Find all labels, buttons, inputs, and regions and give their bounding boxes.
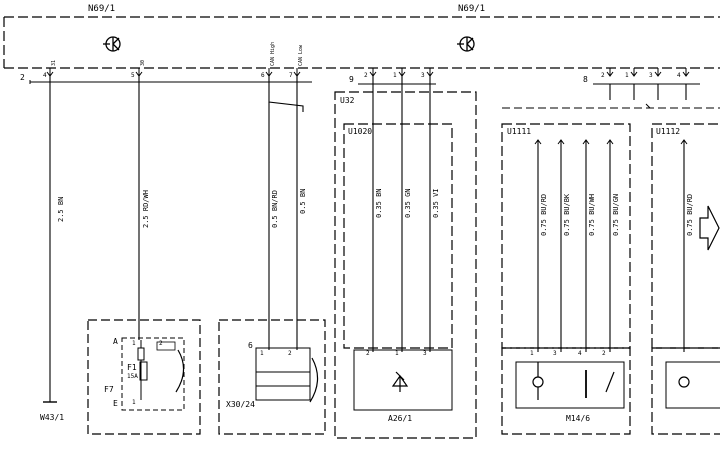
wire-label: 0.35 GN [404,188,412,218]
pin-tag-can-high: CAN High [270,41,276,66]
continuation-arrow-icon [699,205,720,251]
wire-label: 2.5 BN [57,196,65,222]
ground-label: W43/1 [40,413,65,422]
pin-tag-31: 31 [51,59,57,66]
pin-c2-7: 7 [289,72,293,79]
pin-c8-1: 1 [625,72,629,79]
module-symbol-left-icon [103,36,121,52]
connector-pin-stubs [46,68,690,77]
wire-label: 2.5 RD/WH [142,190,150,228]
motor-pin-4: 4 [578,350,582,357]
fuse-lower-pin-1: 1 [132,399,136,406]
pin-c2-4: 4 [43,72,47,79]
pin-c8-4: 4 [677,72,681,79]
wire-runs [49,76,687,402]
u1111-block [501,103,720,435]
connector-2-bar [29,80,312,84]
antenna-label: A26/1 [388,414,413,423]
can-connector-pin-label: 6 [248,341,253,350]
pin-c2-5: 5 [131,72,135,79]
fuse-pin-2: 2 [159,340,163,347]
wire-label: 0.75 BU/RD [686,193,694,236]
motor-label: M14/6 [566,414,591,423]
wire-label: 0.75 BU/GN [612,193,620,236]
connector-8-label: 8 [583,75,588,84]
can-connector-label: X30/24 [226,400,255,409]
fuse-box [87,319,201,435]
can-pin-1: 1 [260,350,264,357]
u1112-block [651,123,720,435]
module-label-left: N69/1 [88,4,116,14]
wire-label: 0.35 VI [432,188,440,218]
wire-origin-arrows [534,139,688,145]
can-pin-2: 2 [288,350,292,357]
connector-2-label: 2 [20,73,25,82]
motor-pin-1: 1 [530,350,534,357]
pin-c9-1: 1 [393,72,397,79]
fuse-pin-1: 1 [132,340,136,347]
block-label-u1111: U1111 [507,127,532,136]
fuse-icon [139,361,148,381]
module-symbol-right-icon [457,36,475,52]
wire-label: 0.35 BN [375,188,383,218]
wire-label: 0.5 BN [299,188,307,214]
block-label-u1112: U1112 [656,127,681,136]
antenna-pin-3: 3 [423,350,427,357]
pin-c9-3: 3 [421,72,425,79]
wire-label: 0.75 BU/RD [540,193,548,236]
fuse-box-label: F7 [104,385,114,394]
control-module-box [3,16,720,69]
fuse-rating-label: 15A [127,373,138,380]
module-label-right: N69/1 [458,4,486,14]
fuse-label: F1 [127,363,137,372]
antenna-pin-2: 2 [366,350,370,357]
fuse-pin-e-label: E [113,399,118,408]
pin-c8-3: 3 [649,72,653,79]
pin-c2-6: 6 [261,72,265,79]
motor-icon [532,362,615,400]
connector-9-label: 9 [349,75,354,84]
antenna-pin-1: 1 [395,350,399,357]
pin-tag-30: 30 [140,59,146,66]
motor-pin-2: 2 [602,350,606,357]
block-label-u1020: U1020 [348,127,373,136]
pin-c9-2: 2 [364,72,368,79]
u32-block [334,91,477,439]
block-label-u32: U32 [340,96,355,105]
pin-c8-2: 2 [601,72,605,79]
wire-label: 0.5 BN/RD [271,190,279,228]
motor-pin-3: 3 [553,350,557,357]
antenna-icon [391,371,409,392]
pin-tag-can-low: CAN Low [298,44,304,66]
fuse-pin-a-label: A [113,337,118,346]
wire-label: 0.75 BU/BK [563,193,571,236]
can-connector-box [218,319,326,435]
wire-label: 0.75 BU/WH [588,193,596,236]
